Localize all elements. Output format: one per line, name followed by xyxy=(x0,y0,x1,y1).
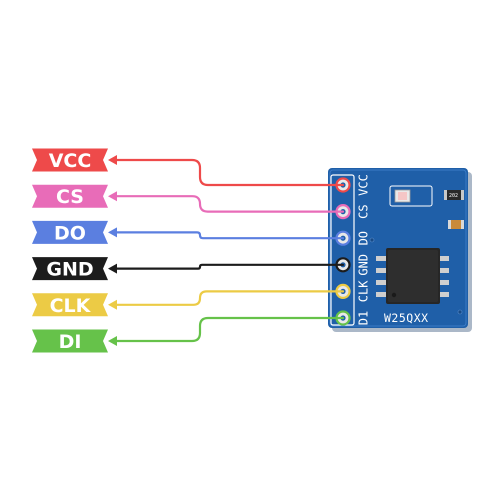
silkscreen-vcc: VCC xyxy=(357,174,371,196)
chip-lead xyxy=(436,268,449,273)
chip-pin1-dot xyxy=(391,292,397,298)
chip-lead xyxy=(436,292,449,297)
pin-label-cs xyxy=(32,184,108,208)
resistor-pad-right xyxy=(461,190,464,200)
flash-chip xyxy=(376,248,449,304)
pin-label-gnd xyxy=(32,257,108,281)
pin-label-text-cs: CS xyxy=(56,186,84,208)
pin-label-di xyxy=(32,329,108,353)
chip-top xyxy=(388,250,438,302)
cap-pad-left xyxy=(448,220,451,229)
wire-vcc xyxy=(112,158,345,187)
smd-capacitor xyxy=(448,220,464,229)
w25qxx-module: 202 xyxy=(328,168,472,332)
arrow-head-do xyxy=(108,227,117,238)
arrow-head-vcc xyxy=(108,155,117,165)
cap-pad-right xyxy=(461,220,464,229)
led-outline xyxy=(389,185,433,207)
pin-label-text-clk: CLK xyxy=(50,295,92,317)
pin-label-text-vcc: VCC xyxy=(49,150,92,172)
pin-label-text-di: DI xyxy=(59,331,82,353)
pin-label-clk xyxy=(32,293,108,317)
wire-cs xyxy=(112,195,345,213)
smd-resistor xyxy=(444,190,464,200)
board-model-label: W25QXX xyxy=(384,311,429,325)
resistor-code: 202 xyxy=(449,193,458,199)
chip-lead xyxy=(436,280,449,285)
silkscreen-cs: CS xyxy=(357,204,371,218)
wires xyxy=(108,155,345,346)
pin-label-text-do: DO xyxy=(54,222,86,244)
pin-label-text-gnd: GND xyxy=(46,259,93,281)
silkscreen-do: DO xyxy=(357,231,371,245)
wire-do xyxy=(112,231,345,240)
wire-clk xyxy=(112,290,345,306)
pin-labels: VCC CS DO GND CLK DI xyxy=(32,148,108,353)
via xyxy=(457,309,463,315)
arrow-head-clk xyxy=(108,299,117,310)
chip-lead xyxy=(376,268,389,273)
wire-gnd xyxy=(112,263,345,270)
arrow-head-di xyxy=(108,336,117,346)
pin-silkscreen-labels: VCC CS DO GND CLK D1 xyxy=(357,174,371,325)
pin-label-do xyxy=(32,220,108,244)
via xyxy=(369,237,375,243)
arrow-head-gnd xyxy=(108,263,117,274)
silkscreen-di: D1 xyxy=(357,311,371,325)
resistor-pad-left xyxy=(444,190,447,200)
pcb-edge xyxy=(329,169,467,327)
chip-lead xyxy=(376,256,389,261)
wire-di xyxy=(112,316,345,343)
arrow-head-cs xyxy=(108,191,117,202)
chip-lead xyxy=(376,292,389,297)
silkscreen-clk: CLK xyxy=(357,280,371,302)
chip-lead xyxy=(436,256,449,261)
pin-label-vcc xyxy=(32,148,108,172)
led-lens xyxy=(398,192,407,200)
silkscreen-gnd: GND xyxy=(357,254,371,276)
chip-lead xyxy=(376,280,389,285)
